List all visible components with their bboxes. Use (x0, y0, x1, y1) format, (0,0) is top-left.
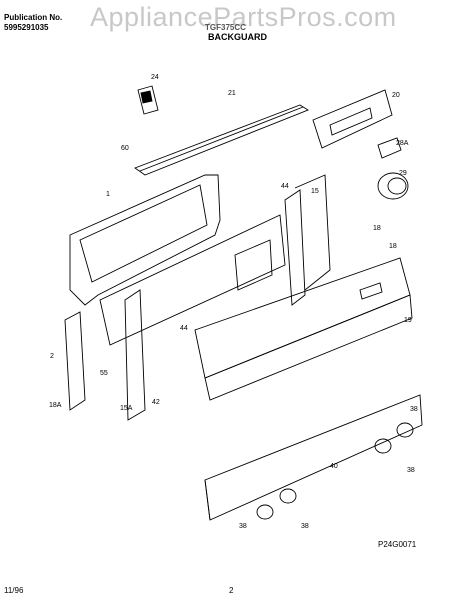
callout-label: 38 (410, 406, 418, 413)
footer-date: 11/96 (4, 586, 24, 595)
publication-number: 5995291035 (4, 23, 49, 32)
callout-label: 44 (281, 183, 289, 190)
callout-label: 60 (121, 145, 129, 152)
callout-label: 38 (239, 523, 247, 530)
callout-label: 44 (180, 325, 188, 332)
callout-label: 15 (311, 188, 319, 195)
callout-label: 29 (399, 170, 407, 177)
end-cap-2 (64, 311, 86, 411)
callout-label: 38 (301, 523, 309, 530)
bracket-15a (124, 289, 146, 421)
back-panel-1 (69, 174, 221, 306)
publication-label: Publication No. (4, 13, 63, 22)
page-number: 2 (229, 586, 234, 595)
callout-label: 24 (151, 74, 159, 81)
callout-label: 2 (50, 353, 54, 360)
callout-label: 21 (228, 90, 236, 97)
callout-label: 38 (407, 467, 415, 474)
callout-label: 18A (49, 402, 62, 409)
callout-label: 42 (152, 399, 160, 406)
watermark: AppliancePartsPros.com (90, 2, 397, 32)
bracket-15 (284, 189, 306, 306)
control-panel-19 (194, 257, 411, 379)
callout-label: 40 (330, 463, 338, 470)
inner-panel (99, 214, 286, 346)
drawing-code: P24G0071 (378, 540, 417, 549)
knob-38-group (256, 422, 414, 520)
callout-label: 18 (389, 243, 397, 250)
callout-label: 20 (392, 92, 400, 99)
callout-label: 19 (404, 317, 412, 324)
rocker-switch-24 (137, 85, 159, 115)
callout-label: 55 (100, 370, 108, 377)
control-board-20 (312, 89, 393, 149)
glass-panel (204, 294, 413, 401)
callout-label: 15A (120, 405, 133, 412)
callout-labels: 24 21 20 60 1 44 15 18 28A 29 18 19 2 55… (49, 74, 418, 530)
model-number: TGF375CC (205, 23, 246, 32)
top-trim-21 (134, 104, 309, 176)
section-title: BACKGUARD (208, 32, 267, 42)
callout-label: 18 (373, 225, 381, 232)
callout-label: 28A (396, 140, 409, 147)
clock-28a (377, 137, 402, 159)
backguard-base-40 (204, 394, 423, 521)
callout-label: 1 (106, 191, 110, 198)
knob-29 (377, 172, 409, 200)
